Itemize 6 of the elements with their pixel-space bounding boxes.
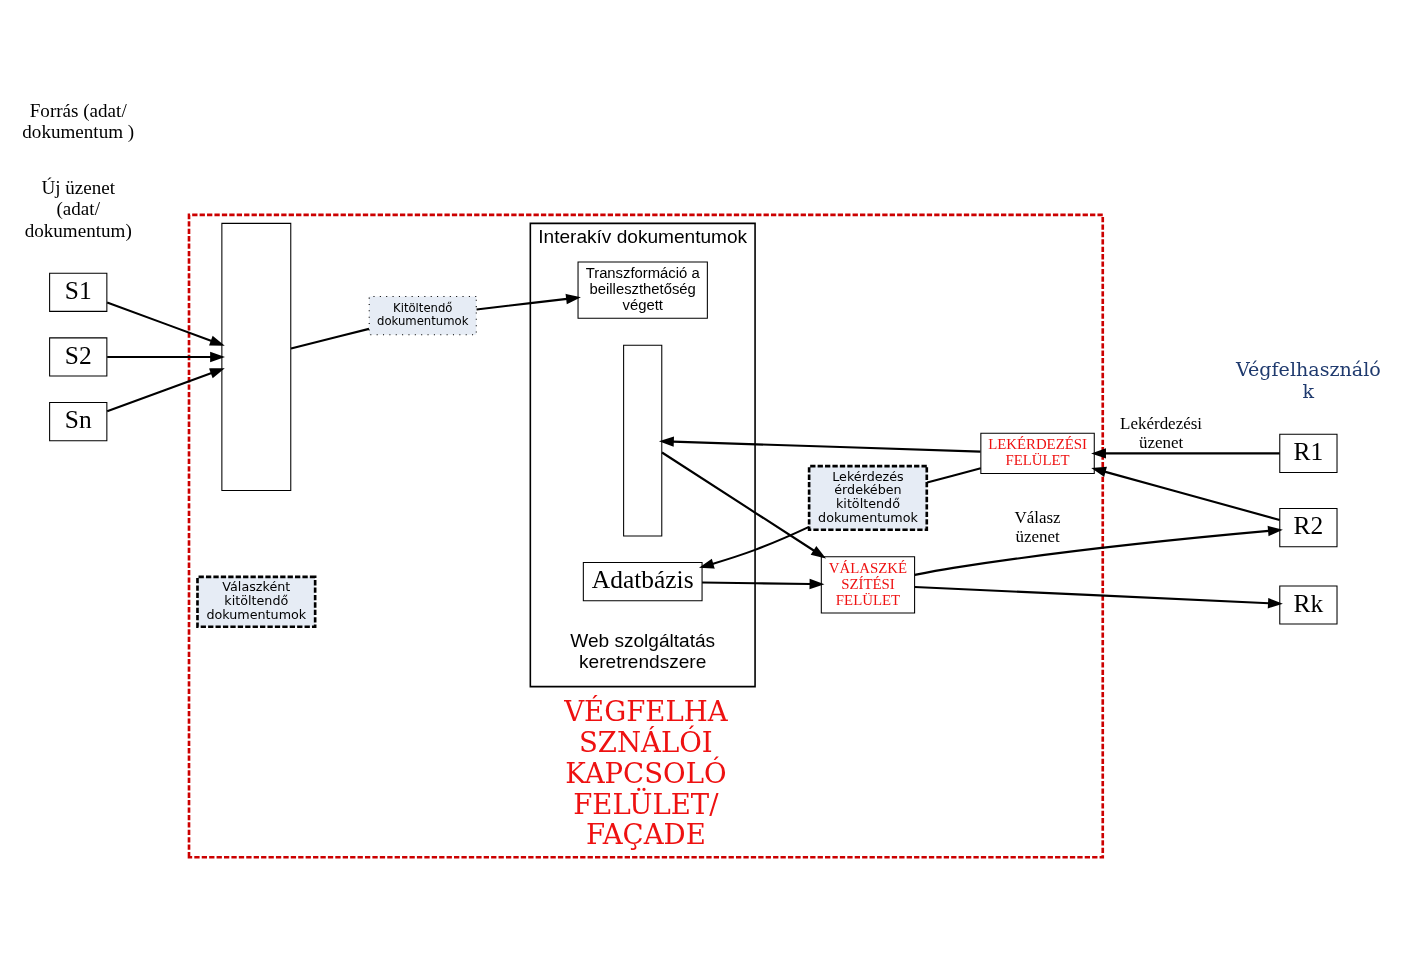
node-label: Web szolgáltatás keretrendszere [570,629,716,672]
label: Forrás (adat/ dokumentum ) [22,99,135,142]
label: Végfelhasználók [1236,358,1381,402]
edge-label: Válasz üzenet [1014,508,1061,547]
edge-label: Lekérdezési üzenet [1120,413,1202,452]
label: Új üzenet (adat/ dokumentum) [24,177,132,241]
